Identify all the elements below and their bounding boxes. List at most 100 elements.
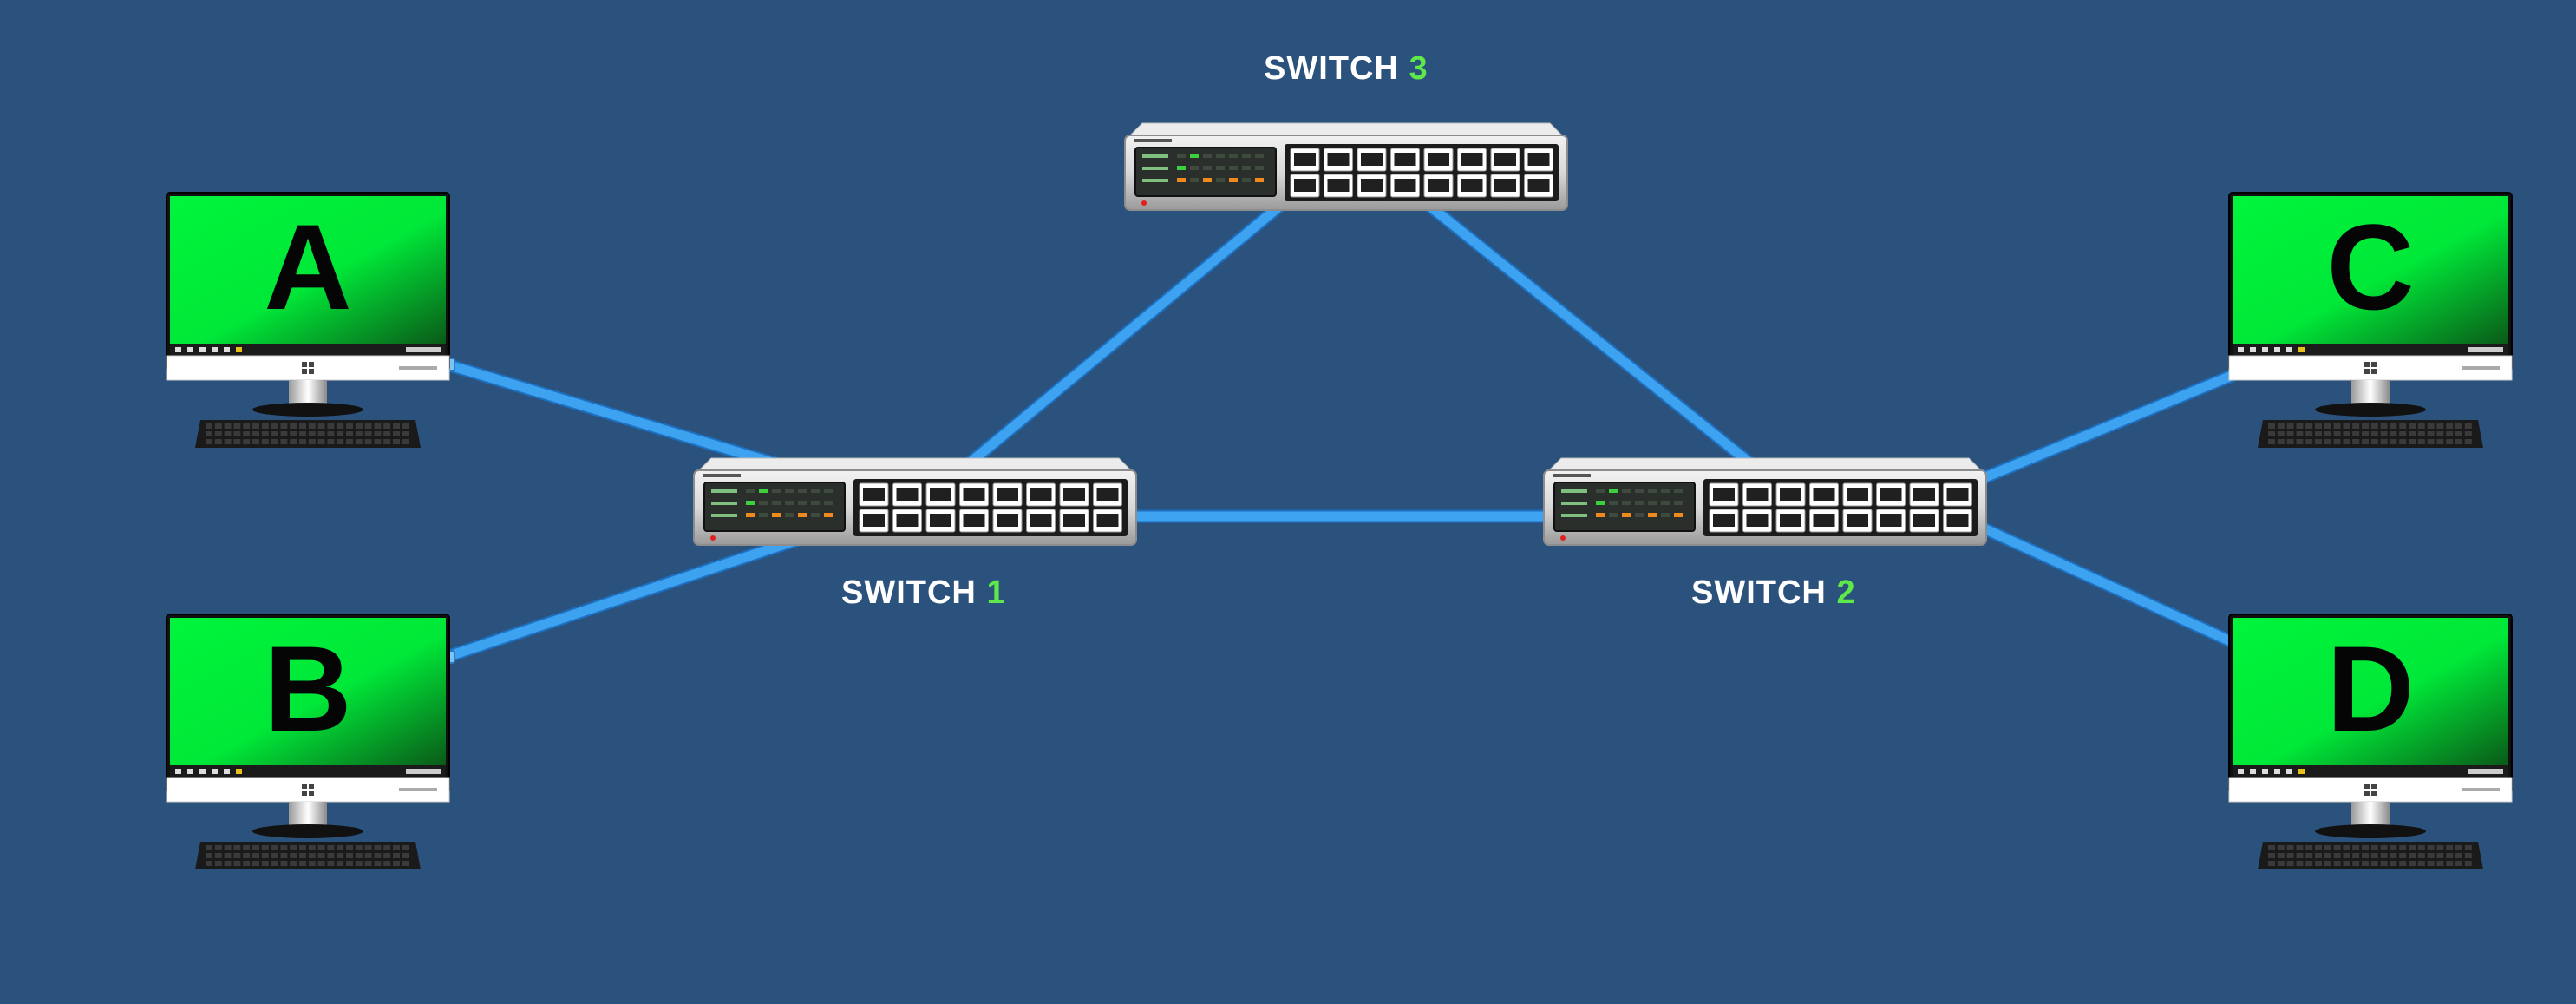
keyboard-key bbox=[214, 439, 222, 444]
switch-label-3: SWITCH 3 bbox=[1264, 50, 1429, 88]
status-led bbox=[1255, 166, 1264, 170]
computer-letter: A bbox=[264, 199, 351, 335]
keyboard-key bbox=[224, 861, 232, 866]
keyboard-key bbox=[2446, 845, 2454, 850]
monitor-screen bbox=[2233, 618, 2508, 765]
status-led bbox=[824, 513, 833, 517]
port-socket bbox=[863, 514, 885, 527]
keyboard-key bbox=[2446, 431, 2454, 436]
keyboard-key bbox=[243, 431, 251, 436]
keyboard-key bbox=[383, 423, 391, 429]
keyboard-key bbox=[290, 853, 297, 858]
keyboard-key bbox=[2417, 423, 2425, 429]
keyboard-key bbox=[383, 431, 391, 436]
monitor-stand bbox=[289, 380, 327, 406]
status-led bbox=[772, 489, 781, 493]
keyboard-key bbox=[2296, 861, 2304, 866]
port-socket bbox=[896, 488, 919, 501]
status-led bbox=[785, 501, 794, 505]
port-socket bbox=[1361, 153, 1383, 166]
status-led bbox=[811, 489, 820, 493]
status-led bbox=[1622, 513, 1631, 517]
taskbar-icon bbox=[224, 769, 230, 774]
keyboard-key bbox=[290, 431, 297, 436]
keyboard-key bbox=[280, 845, 288, 850]
status-led bbox=[1674, 489, 1683, 493]
keyboard-key bbox=[261, 853, 269, 858]
port-socket bbox=[1880, 514, 1902, 527]
windows-logo-icon bbox=[2371, 791, 2377, 796]
monitor-screen bbox=[170, 618, 446, 765]
keyboard-key bbox=[206, 439, 212, 444]
keyboard-key bbox=[364, 423, 372, 429]
switch-label-2: SWITCH 2 bbox=[1691, 574, 1856, 612]
keyboard-key bbox=[206, 423, 212, 429]
port-socket bbox=[1946, 488, 1969, 501]
keyboard-key bbox=[355, 853, 363, 858]
monitor-base bbox=[252, 824, 363, 838]
keyboard-key bbox=[2390, 845, 2397, 850]
computer-letter: C bbox=[2326, 199, 2414, 335]
keyboard-key bbox=[346, 853, 353, 858]
port-socket bbox=[1327, 179, 1350, 192]
keyboard-key bbox=[317, 423, 325, 429]
taskbar-icon bbox=[2286, 347, 2292, 352]
keyboard-key bbox=[374, 423, 382, 429]
keyboard-key bbox=[2370, 431, 2378, 436]
keyboard-key bbox=[2380, 423, 2388, 429]
keyboard-key bbox=[271, 845, 278, 850]
keyboard-key bbox=[2343, 853, 2350, 858]
port-socket bbox=[1327, 153, 1350, 166]
keyboard-key bbox=[355, 431, 363, 436]
computer-c: C bbox=[2228, 192, 2513, 448]
computer-a: A bbox=[166, 192, 450, 448]
keyboard-key bbox=[206, 853, 212, 858]
taskbar-tray bbox=[2468, 769, 2503, 774]
keyboard-key bbox=[2268, 431, 2275, 436]
windows-logo-icon bbox=[302, 362, 307, 367]
status-text-mark bbox=[1561, 502, 1587, 505]
keyboard-key bbox=[2390, 423, 2397, 429]
keyboard-key bbox=[317, 439, 325, 444]
keyboard-key bbox=[2333, 861, 2341, 866]
status-led bbox=[1242, 154, 1251, 158]
keyboard-key bbox=[233, 861, 241, 866]
keyboard-key bbox=[402, 845, 409, 850]
keyboard-key bbox=[317, 861, 325, 866]
keyboard-key bbox=[2343, 431, 2350, 436]
monitor-screen bbox=[2233, 196, 2508, 344]
cable-switch-3-to-switch-2 bbox=[1395, 178, 1794, 498]
status-panel bbox=[1134, 147, 1277, 197]
computer-letter: D bbox=[2326, 620, 2414, 757]
keyboard-key bbox=[383, 845, 391, 850]
status-panel bbox=[703, 482, 846, 532]
status-led bbox=[746, 489, 755, 493]
keyboard-key bbox=[402, 439, 409, 444]
keyboard-key bbox=[346, 861, 353, 866]
keyboard-key bbox=[364, 439, 372, 444]
keyboard-key bbox=[2277, 845, 2285, 850]
keyboard-key bbox=[2390, 439, 2397, 444]
keyboard-key bbox=[2296, 431, 2304, 436]
status-led bbox=[1190, 166, 1199, 170]
keyboard-key bbox=[374, 431, 382, 436]
status-led bbox=[1661, 513, 1670, 517]
keyboard-key bbox=[2277, 861, 2285, 866]
switches bbox=[693, 122, 1987, 546]
status-led bbox=[798, 513, 807, 517]
port-socket bbox=[863, 488, 885, 501]
keyboard-key bbox=[2390, 431, 2397, 436]
keyboard-key bbox=[2286, 853, 2294, 858]
keyboard-key bbox=[2324, 423, 2331, 429]
keyboard-key bbox=[2268, 439, 2275, 444]
status-led bbox=[1177, 154, 1186, 158]
taskbar-icon bbox=[212, 347, 218, 352]
status-led bbox=[1216, 178, 1225, 182]
monitor-base bbox=[2315, 403, 2426, 417]
keyboard-key bbox=[337, 439, 344, 444]
keyboard-key bbox=[2296, 853, 2304, 858]
keyboard-key bbox=[346, 845, 353, 850]
keyboard-key bbox=[2455, 853, 2462, 858]
taskbar-icon bbox=[175, 347, 181, 352]
keyboard-key bbox=[2380, 431, 2388, 436]
